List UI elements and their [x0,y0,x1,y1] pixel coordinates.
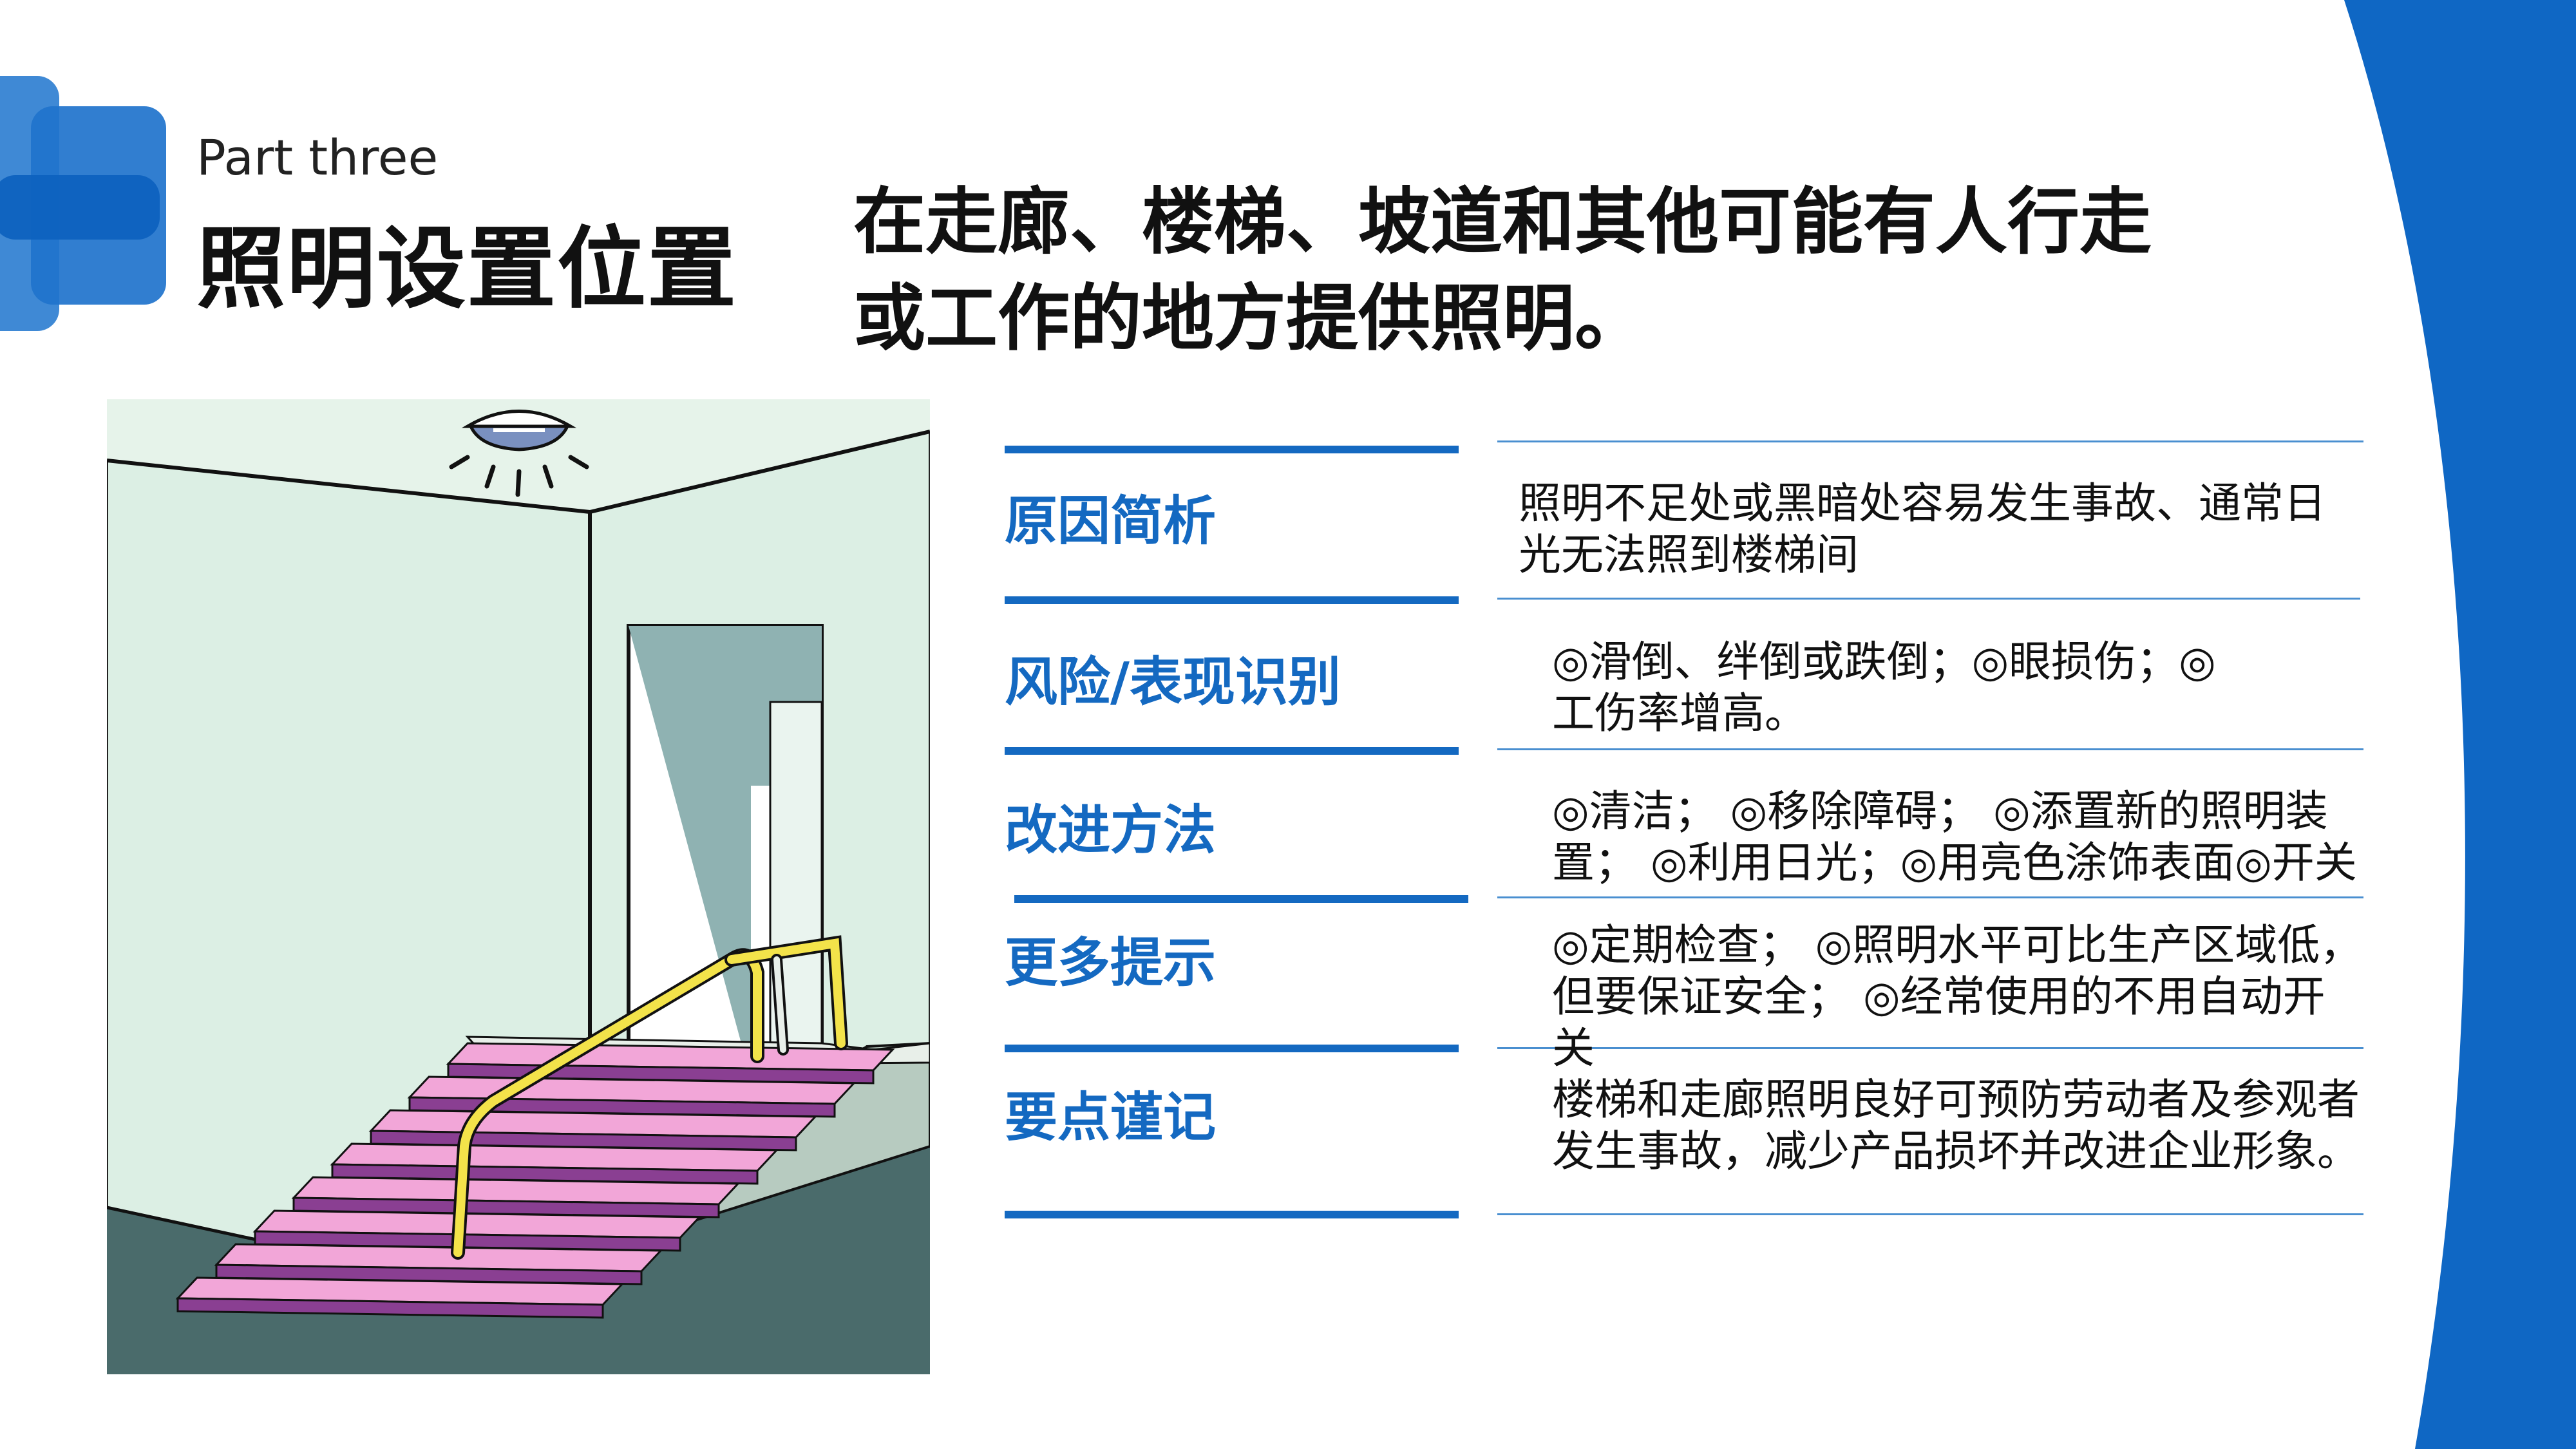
row-label-cause: 原因简析 [1005,491,1217,552]
table-rule-right-5 [1497,1047,2363,1049]
table-rule-left-3 [1005,747,1459,755]
row-text-key-points: 楼梯和走廊照明良好可预防劳动者及参观者发生事故，减少产品损坏并改进企业形象。 [1552,1075,2360,1176]
headline-line-2: 或工作的地方提供照明。 [853,277,1647,361]
staircase-illustration [107,399,930,1374]
table-rule-left-4 [1014,895,1468,903]
table-rule-right-4 [1497,896,2363,898]
row-label-key-points: 要点谨记 [1005,1087,1217,1148]
table-rule-left-5 [1005,1045,1459,1052]
row-text-risk: ◎滑倒、绊倒或跌倒；◎眼损伤；◎工伤率增高。 [1552,637,2216,738]
table-rule-right-3 [1497,748,2363,750]
section-title: 照明设置位置 [196,217,738,321]
table-rule-left-1 [1005,446,1459,453]
row-text-improvement: ◎清洁； ◎移除障碍； ◎添置新的照明装置； ◎利用日光；◎用亮色涂饰表面◎开关 [1552,786,2357,887]
row-text-cause: 照明不足处或黑暗处容易发生事故、通常日光无法照到楼梯间 [1519,478,2326,580]
part-label: Part three [196,129,439,186]
ceiling-light-icon [449,410,589,497]
row-label-improvement: 改进方法 [1005,800,1217,861]
headline: 在走廊、楼梯、坡道和其他可能有人行走 或工作的地方提供照明。 [853,174,2270,367]
table-rule-right-6 [1497,1213,2363,1215]
table-rule-left-2 [1005,596,1459,604]
row-label-risk: 风险/表现识别 [1005,652,1341,713]
decor-swoosh [2344,0,2576,1449]
headline-line-1: 在走廊、楼梯、坡道和其他可能有人行走 [853,180,2152,264]
decor-square-3 [0,175,160,240]
table-rule-right-2 [1497,598,2360,600]
table-rule-left-6 [1005,1211,1459,1218]
row-label-tips: 更多提示 [1005,933,1217,994]
row-text-tips: ◎定期检查； ◎照明水平可比生产区域低，但要保证安全； ◎经常使用的不用自动开关 [1552,920,2363,1073]
table-rule-right-1 [1497,440,2363,442]
